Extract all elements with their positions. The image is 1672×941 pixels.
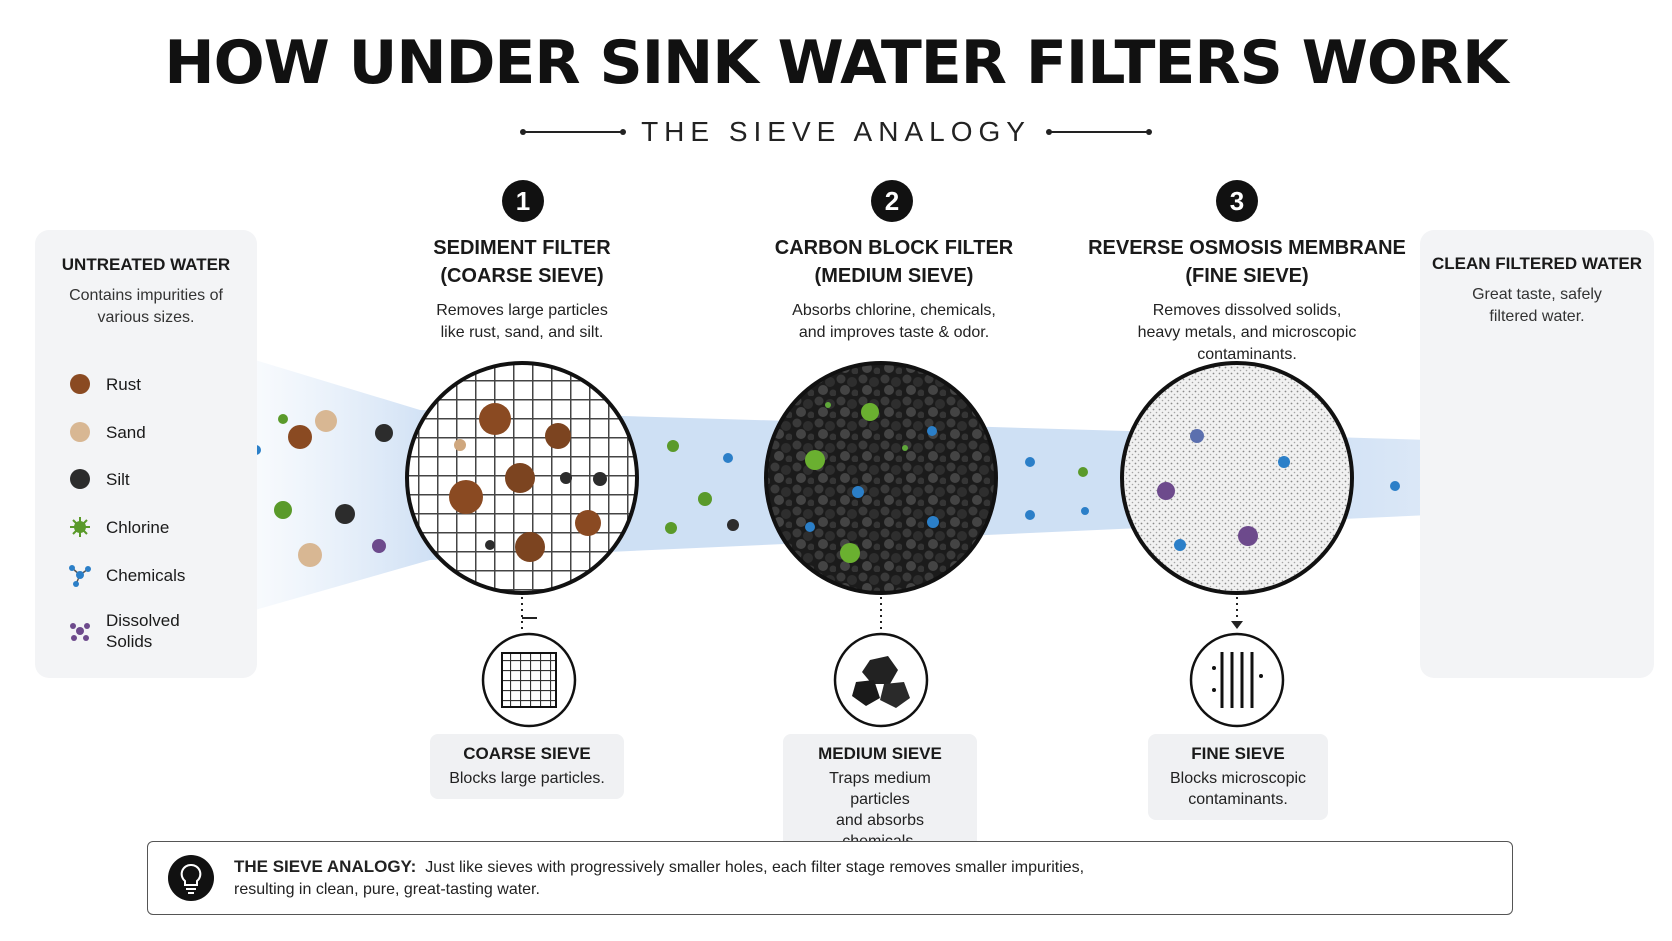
- legend-label: Chemicals: [106, 565, 186, 585]
- page-title: HOW UNDER SINK WATER FILTERS WORK: [164, 28, 1508, 98]
- fine-membrane-icon: [1189, 632, 1285, 728]
- medium-sieve-box: MEDIUM SIEVE Traps medium particles and …: [783, 734, 977, 862]
- clean-water-panel: CLEAN FILTERED WATER Great taste, safely…: [1420, 230, 1654, 678]
- rust-particle-icon: [70, 374, 90, 394]
- legend-item-rust: Rust: [68, 372, 141, 396]
- subtitle-divider-left: [520, 129, 627, 135]
- stage-2-desc: Absorbs chlorine, chemicals, and improve…: [734, 300, 1054, 344]
- legend-item-chemicals: Chemicals: [68, 563, 185, 587]
- stage-number-3: 3: [1216, 180, 1258, 222]
- carbon-sieve-circle: [764, 361, 998, 595]
- stage-1-desc: Removes large particles like rust, sand,…: [362, 300, 682, 344]
- lightbulb-icon: [168, 855, 214, 901]
- fine-sieve-desc-line2: contaminants.: [1188, 791, 1288, 808]
- legend-item-chlorine: Chlorine: [68, 515, 169, 539]
- fine-sieve-title: FINE SIEVE: [1191, 744, 1285, 763]
- stage-3-title: REVERSE OSMOSIS MEMBRANE (FINE SIEVE): [1082, 234, 1412, 290]
- stage-2-desc-line1: Absorbs chlorine, chemicals,: [792, 302, 996, 319]
- legend-label: Dissolved Solids: [106, 611, 180, 651]
- stage-1-desc-line2: like rust, sand, and silt.: [440, 324, 604, 341]
- footer-body: Just like sieves with progressively smal…: [234, 859, 1085, 898]
- legend-item-sand: Sand: [68, 420, 146, 444]
- fine-sieve-desc: Blocks microscopic contaminants.: [1164, 768, 1312, 810]
- medium-sieve-desc: Traps medium particles and absorbs chemi…: [799, 768, 961, 852]
- stage-2-title-line2: (MEDIUM SIEVE): [814, 265, 974, 287]
- stage-1-title-line2: (COARSE SIEVE): [440, 265, 604, 287]
- stage-3-desc-line3: contaminants.: [1197, 346, 1297, 363]
- medium-sieve-title: MEDIUM SIEVE: [818, 744, 942, 763]
- legend-item-silt: Silt: [68, 467, 130, 491]
- ro-membrane-circle: [1120, 361, 1354, 595]
- stage-3-title-line1: REVERSE OSMOSIS MEMBRANE: [1088, 237, 1406, 259]
- stage-1-title: SEDIMENT FILTER (COARSE SIEVE): [362, 234, 682, 290]
- silt-particle-icon: [70, 469, 90, 489]
- legend-item-dissolved-solids: Dissolved Solids: [68, 610, 196, 652]
- chemical-molecule-icon: [69, 565, 91, 587]
- stage-3-desc-line2: heavy metals, and microscopic: [1137, 324, 1357, 341]
- page-subtitle: THE SIEVE ANALOGY: [641, 116, 1031, 147]
- coarse-sieve-box: COARSE SIEVE Blocks large particles.: [430, 734, 624, 799]
- sieve-analogy-footer: THE SIEVE ANALOGY: Just like sieves with…: [147, 841, 1513, 915]
- sand-particle-icon: [70, 422, 90, 442]
- carbon-granules-icon: [833, 632, 929, 728]
- fine-sieve-box: FINE SIEVE Blocks microscopic contaminan…: [1148, 734, 1328, 820]
- untreated-desc: Contains impurities of various sizes.: [69, 287, 223, 326]
- stage-2-title-line1: CARBON BLOCK FILTER: [774, 237, 1014, 259]
- subtitle-row: THE SIEVE ANALOGY: [0, 114, 1672, 150]
- stage-3-title-line2: (FINE SIEVE): [1185, 265, 1309, 287]
- stage-number-1: 1: [502, 180, 544, 222]
- fine-sieve-desc-line1: Blocks microscopic: [1169, 770, 1307, 787]
- coarse-sieve-desc: Blocks large particles.: [449, 770, 605, 787]
- dissolved-solids-icon: [70, 623, 90, 641]
- sediment-sieve-circle: [405, 361, 639, 595]
- footer-label: THE SIEVE ANALOGY:: [234, 857, 417, 876]
- stage-2-title: CARBON BLOCK FILTER (MEDIUM SIEVE): [734, 234, 1054, 290]
- legend-label: Silt: [106, 469, 130, 489]
- stage-3-desc-line1: Removes dissolved solids,: [1152, 302, 1342, 319]
- coarse-sieve-title: COARSE SIEVE: [463, 744, 591, 763]
- untreated-water-panel: UNTREATED WATER Contains impurities of v…: [35, 230, 257, 678]
- clean-desc: Great taste, safely filtered water.: [1472, 286, 1602, 325]
- medium-sieve-desc-line1: Traps medium particles: [829, 770, 931, 808]
- legend-label: Rust: [106, 374, 141, 394]
- stage-3-desc: Removes dissolved solids, heavy metals, …: [1082, 300, 1412, 366]
- subtitle-divider-right: [1045, 129, 1152, 135]
- clean-title: CLEAN FILTERED WATER: [1432, 254, 1642, 273]
- legend-label: Sand: [106, 422, 146, 442]
- coarse-sieve-icon: [481, 632, 577, 728]
- stage-2-desc-line2: and improves taste & odor.: [798, 324, 990, 341]
- legend-label: Chlorine: [106, 517, 170, 537]
- footer-text: THE SIEVE ANALOGY: Just like sieves with…: [234, 856, 1134, 901]
- stage-1-desc-line1: Removes large particles: [436, 302, 608, 319]
- stage-number-2: 2: [871, 180, 913, 222]
- chlorine-particle-icon: [70, 517, 90, 537]
- untreated-title: UNTREATED WATER: [61, 255, 231, 274]
- stage-1-title-line1: SEDIMENT FILTER: [433, 237, 611, 259]
